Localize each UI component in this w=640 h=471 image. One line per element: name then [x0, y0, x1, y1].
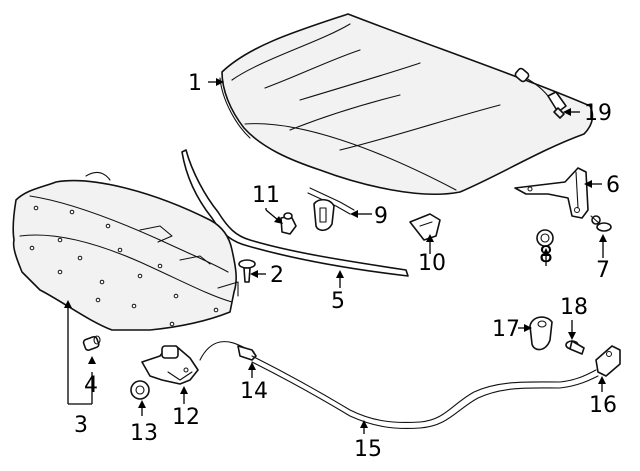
callout-5: 5	[331, 289, 345, 314]
latch-bumper	[529, 316, 553, 351]
hood-prop-support	[514, 67, 567, 119]
callout-1: 1	[188, 71, 202, 96]
hood-insulator	[12, 171, 239, 331]
release-cable	[199, 341, 599, 429]
leader-lines	[64, 78, 607, 434]
hood-panel	[219, 13, 594, 195]
striker-bracket	[595, 345, 621, 377]
push-clip	[238, 259, 256, 283]
latch-nut	[130, 380, 150, 400]
callout-13: 13	[130, 421, 158, 446]
hood-bumper	[280, 212, 297, 235]
callout-17: 17	[492, 317, 520, 342]
callout-7: 7	[596, 258, 610, 283]
insulator-clip	[82, 335, 101, 351]
callout-4: 4	[84, 373, 98, 398]
release-handle	[307, 187, 355, 232]
callout-9: 9	[374, 204, 388, 229]
callout-16: 16	[589, 393, 617, 418]
latch-bracket	[409, 213, 441, 241]
callout-10: 10	[418, 251, 446, 276]
callout-6: 6	[606, 173, 620, 198]
callout-12: 12	[172, 405, 200, 430]
callout-2: 2	[270, 263, 284, 288]
hood-hinge	[514, 167, 589, 219]
callout-8: 8	[539, 243, 553, 268]
hood-seal	[181, 149, 409, 277]
callout-15: 15	[354, 437, 382, 462]
callout-18: 18	[560, 295, 588, 320]
callout-14: 14	[240, 379, 268, 404]
callout-19: 19	[584, 101, 612, 126]
callout-3: 3	[74, 413, 88, 438]
hood-latch	[141, 345, 199, 385]
hinge-nut	[536, 229, 554, 247]
callout-labels: 1 2 3 4 5 6 7 8 9 10 11 12 13 14 15 16 1…	[74, 71, 620, 462]
hinge-bolt	[590, 215, 612, 232]
bumper-bolt	[565, 340, 585, 355]
callout-11: 11	[252, 183, 280, 208]
